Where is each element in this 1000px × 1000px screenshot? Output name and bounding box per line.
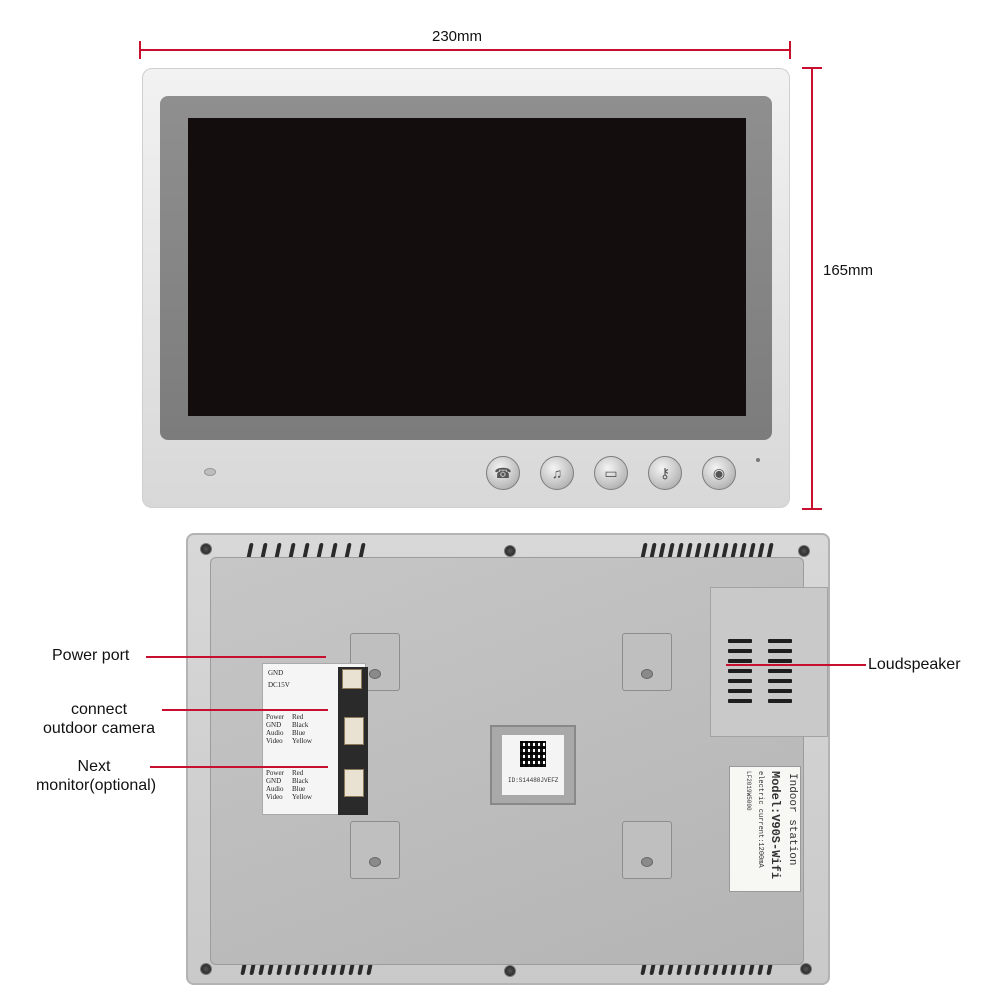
wiring-gnd: GND bbox=[268, 669, 284, 677]
loudspeaker-grille bbox=[710, 587, 828, 737]
monitor-back: GND DC15V Power Red GND Black Audio Blue… bbox=[186, 533, 830, 985]
camera-button[interactable]: ◉ bbox=[702, 456, 736, 490]
display-screen bbox=[188, 118, 746, 416]
mon-gnd-color: Black bbox=[292, 777, 309, 785]
cam-power-color: Red bbox=[292, 713, 304, 721]
width-dimension-cap-right bbox=[789, 41, 791, 59]
power-connector[interactable] bbox=[342, 669, 362, 689]
cam-gnd-label: GND bbox=[266, 721, 282, 729]
qr-sticker: ID:S14488JVEFZ bbox=[502, 735, 564, 795]
width-dimension-line bbox=[140, 49, 790, 51]
back-plate: GND DC15V Power Red GND Black Audio Blue… bbox=[210, 557, 828, 965]
loudspeaker-leader bbox=[726, 664, 866, 666]
next-monitor-callout-line1: Next bbox=[77, 758, 111, 775]
outdoor-camera-callout-line2: outdoor camera bbox=[42, 720, 156, 737]
tag-line-code: LF2019W5000 bbox=[745, 771, 752, 811]
screw-bottom-right bbox=[800, 963, 812, 975]
cam-power-label: Power bbox=[266, 713, 284, 721]
monitor-button[interactable]: ▭ bbox=[594, 456, 628, 490]
cam-video-color: Yellow bbox=[292, 737, 312, 745]
power-port-callout: Power port bbox=[52, 647, 130, 664]
camera-connector[interactable] bbox=[344, 717, 364, 745]
qr-id-text: ID:S14488JVEFZ bbox=[508, 777, 559, 784]
door-unlock-icon: ⚷ bbox=[659, 464, 671, 481]
wiring-dc15v: DC15V bbox=[268, 681, 290, 689]
width-dimension-label: 230mm bbox=[432, 28, 483, 45]
monitor-front: ☎ ♫ ▭ ⚷ ◉ bbox=[142, 68, 790, 508]
music-note-icon: ♫ bbox=[551, 465, 563, 481]
mount-tab-top-right bbox=[622, 633, 672, 691]
tag-line-indoor: Indoor station bbox=[786, 773, 798, 866]
screw-top-left bbox=[200, 543, 212, 555]
height-dimension-label: 165mm bbox=[823, 262, 874, 279]
unlock-button[interactable]: ⚷ bbox=[648, 456, 682, 490]
intercom-icon: ☎ bbox=[494, 464, 512, 481]
camera-icon: ◉ bbox=[712, 464, 726, 481]
monitor-icon: ▭ bbox=[604, 464, 618, 481]
mon-power-label: Power bbox=[266, 769, 284, 777]
screw-bottom-center bbox=[504, 965, 516, 977]
mon-audio-label: Audio bbox=[266, 785, 284, 793]
monitor-connector[interactable] bbox=[344, 769, 364, 797]
cam-audio-label: Audio bbox=[266, 729, 284, 737]
mount-tab-bottom-left bbox=[350, 821, 400, 879]
status-led bbox=[756, 458, 760, 462]
screen-bezel bbox=[160, 96, 772, 440]
wiring-label: GND DC15V Power Red GND Black Audio Blue… bbox=[262, 663, 366, 815]
height-dimension-line bbox=[811, 67, 813, 509]
power-port-leader bbox=[146, 656, 326, 658]
height-dimension-cap-bottom bbox=[802, 508, 822, 510]
screw-top-right bbox=[798, 545, 810, 557]
loudspeaker-callout: Loudspeaker bbox=[868, 656, 961, 673]
tag-line-current: electric current:1200mA bbox=[756, 771, 764, 868]
microphone-hole bbox=[204, 468, 216, 476]
tag-line-model: Model:V90S-Wifi bbox=[768, 771, 782, 880]
mon-gnd-label: GND bbox=[266, 777, 282, 785]
mon-power-color: Red bbox=[292, 769, 304, 777]
mon-video-label: Video bbox=[266, 793, 283, 801]
intercom-button[interactable]: ☎ bbox=[486, 456, 520, 490]
outdoor-camera-callout-line1: connect bbox=[70, 701, 128, 718]
cam-gnd-color: Black bbox=[292, 721, 309, 729]
mon-audio-color: Blue bbox=[292, 785, 306, 793]
qr-recess: ID:S14488JVEFZ bbox=[490, 725, 576, 805]
screw-top-center bbox=[504, 545, 516, 557]
rating-tag: Indoor station Model:V90S-Wifi electric … bbox=[730, 767, 800, 891]
screw-bottom-left bbox=[200, 963, 212, 975]
music-button[interactable]: ♫ bbox=[540, 456, 574, 490]
cam-audio-color: Blue bbox=[292, 729, 306, 737]
width-dimension-cap-left bbox=[139, 41, 141, 59]
height-dimension-cap-top bbox=[802, 67, 822, 69]
mount-tab-bottom-right bbox=[622, 821, 672, 879]
outdoor-camera-leader bbox=[162, 709, 328, 711]
mon-video-color: Yellow bbox=[292, 793, 312, 801]
qr-code-icon bbox=[520, 741, 546, 767]
cam-video-label: Video bbox=[266, 737, 283, 745]
next-monitor-callout-line2: monitor(optional) bbox=[35, 777, 157, 794]
next-monitor-leader bbox=[150, 766, 328, 768]
